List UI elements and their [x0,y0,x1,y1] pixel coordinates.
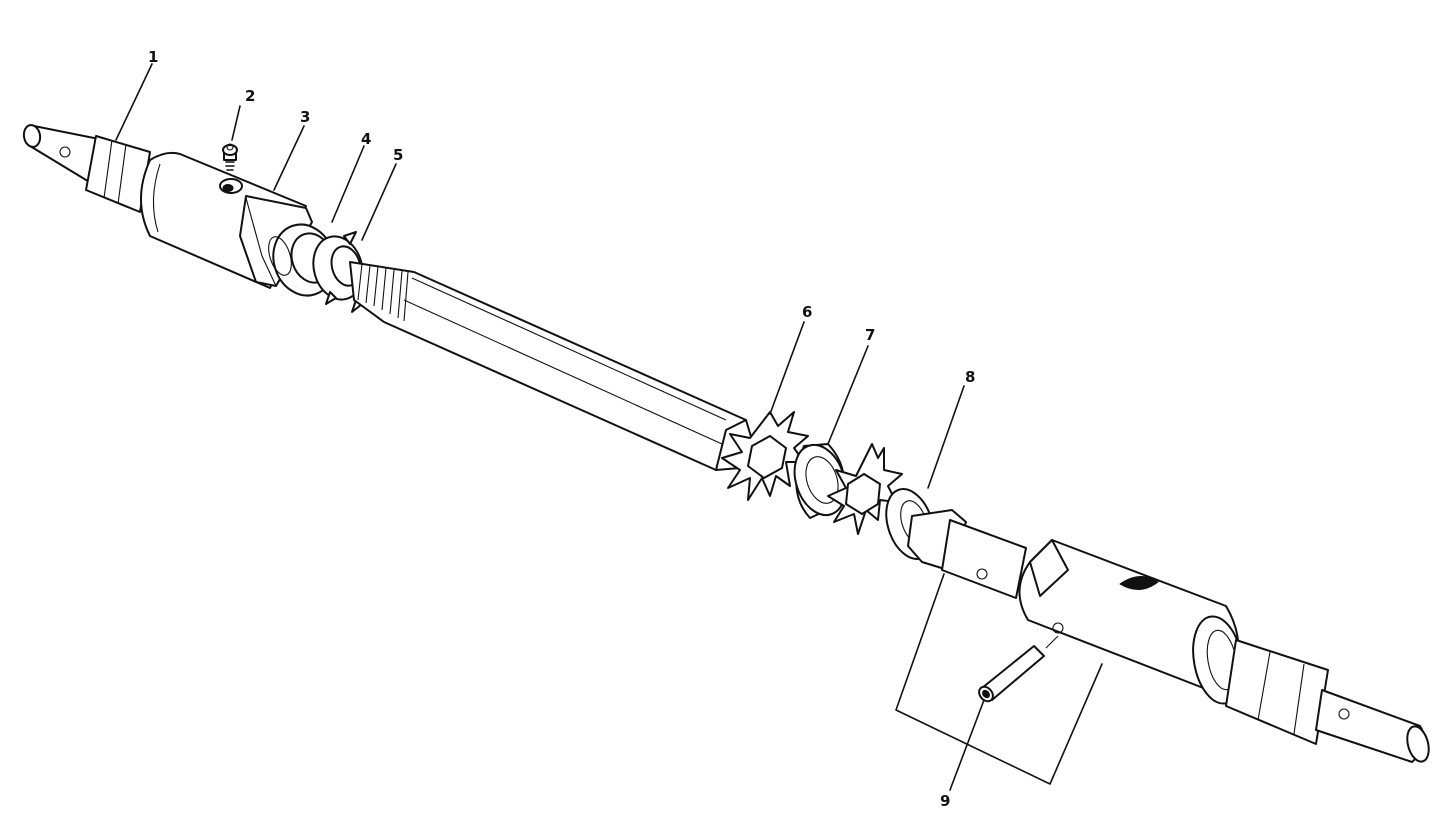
callout-3: 3 [300,108,310,126]
callout-7: 7 [865,326,875,344]
part-1-left-yoke [22,124,313,289]
part-5-lock-washer [312,231,364,313]
part-6b-star-washer [827,443,903,535]
leader-lines [115,63,985,791]
right-yoke [907,509,1430,763]
callout-6: 6 [802,303,812,321]
assembly-bracket-line [895,573,1103,785]
central-hex-shaft [349,261,753,471]
callout-labels: 1 2 3 4 5 6 7 8 9 [148,48,975,810]
callout-1: 1 [148,48,158,66]
callout-4: 4 [361,130,371,148]
callout-9: 9 [940,792,950,810]
callout-5: 5 [393,146,403,164]
callout-2: 2 [245,87,255,105]
callout-8: 8 [965,368,975,386]
part-9-pin [978,635,1059,703]
part-2-set-screw [222,143,238,171]
part-6-star-washer [721,411,809,501]
